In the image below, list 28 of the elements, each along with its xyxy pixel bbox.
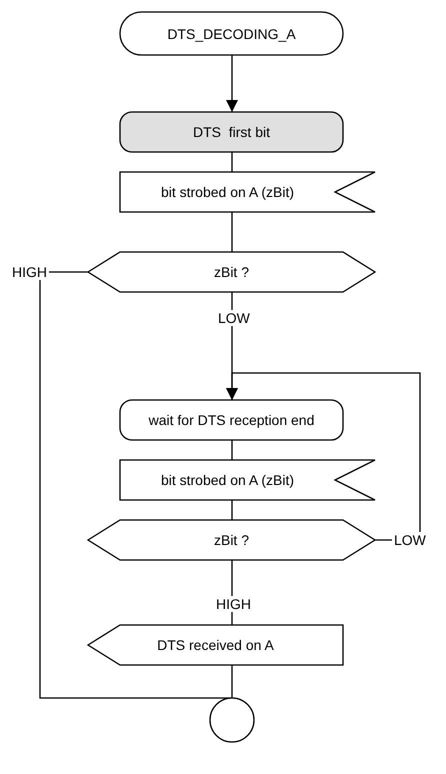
connector-circle <box>210 698 254 742</box>
connector-line <box>231 500 233 520</box>
process-box <box>120 112 343 152</box>
node-text: bit strobed on A (zBit) <box>160 184 296 200</box>
connector-line <box>231 440 233 460</box>
signal-input-shape <box>120 460 375 500</box>
connector-line <box>231 665 233 698</box>
connector-line <box>226 372 421 541</box>
node-text: DTS received on A <box>157 637 274 653</box>
decision-hexagon <box>88 520 375 560</box>
signal-output-shape <box>88 625 343 665</box>
edge-label: HIGH <box>214 596 253 612</box>
node-text: zBit ? <box>214 264 249 280</box>
connector-line <box>226 55 238 112</box>
connector-line <box>231 212 233 252</box>
decision-hexagon <box>88 252 375 292</box>
edge-label: HIGH <box>10 264 49 280</box>
connector-line <box>231 152 233 172</box>
signal-input-shape <box>120 172 375 212</box>
edge-label: LOW <box>392 532 428 548</box>
node-text: zBit ? <box>214 532 249 548</box>
process-box <box>120 400 343 440</box>
node-text: DTS_DECODING_A <box>167 26 296 42</box>
edge-label: LOW <box>216 310 252 326</box>
node-text: wait for DTS reception end <box>148 412 314 428</box>
node-text: DTS first bit <box>192 124 270 140</box>
node-text: bit strobed on A (zBit) <box>160 472 296 488</box>
terminator-shape <box>120 12 343 55</box>
